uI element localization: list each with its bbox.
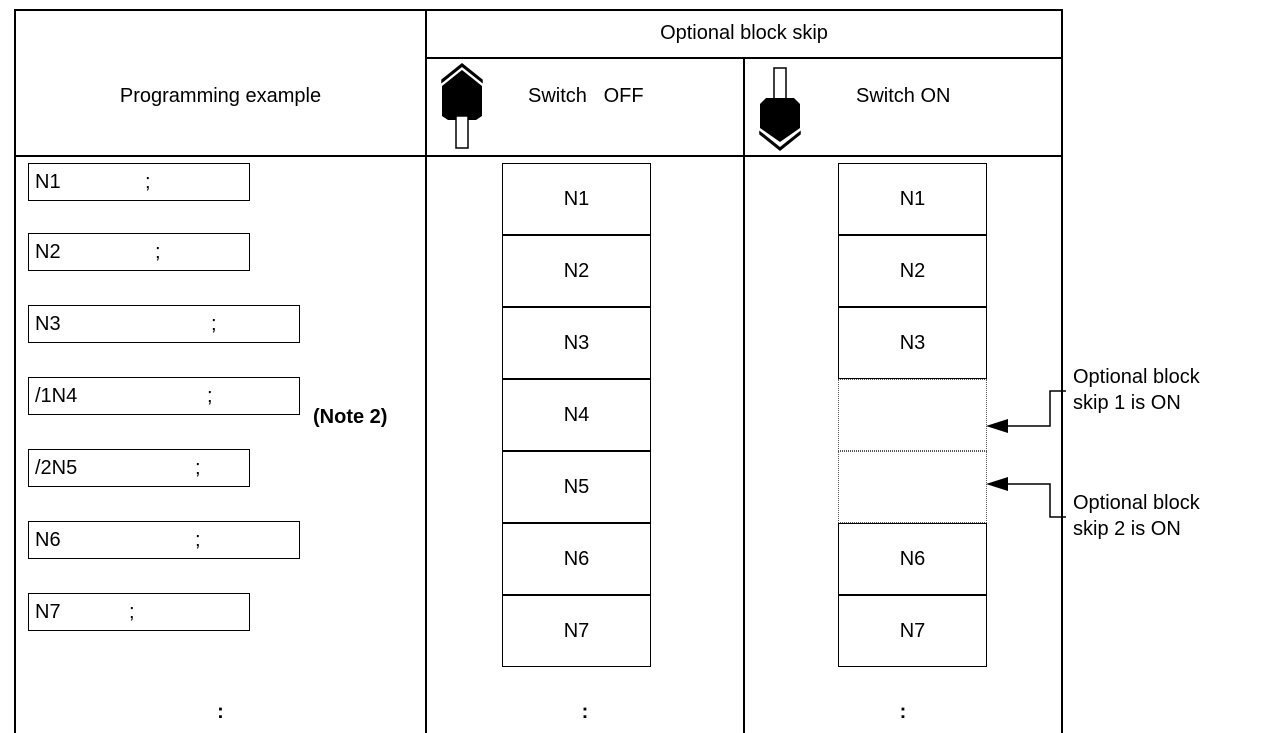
switch-on-block: N7 [838,595,987,667]
skip-2-annotation-line1: Optional block [1073,492,1200,514]
program-continuation: : [217,701,224,723]
program-line-3: N3 ; [28,305,300,343]
program-block-label: N1 [35,171,61,193]
table-top-border [425,9,1063,11]
switch-off-block: N1 [502,163,651,235]
skip-1-arrowhead [986,419,1008,433]
program-terminator: ; [195,457,201,479]
switch-off-continuation: : [581,701,589,723]
program-block-label: /2N5 [35,457,78,479]
program-block-label: N6 [35,529,61,551]
table-left-border [14,9,16,733]
skip-1-arrow [1008,390,1066,427]
switch-on-block: N2 [838,235,987,307]
switch-off-block: N5 [502,451,651,523]
program-terminator: ; [195,529,201,551]
program-line-1: N1 ; [28,163,250,201]
program-block-label: N3 [35,313,61,335]
toggle-switch-off-icon [441,63,483,149]
program-terminator: ; [155,241,161,263]
switch-off-label: Switch OFF [528,85,644,107]
table-header-bottom-border [14,155,1063,157]
program-terminator: ; [129,601,135,623]
note-2-label: (Note 2) [313,406,388,428]
table-top-rule-left [14,9,425,11]
table-right-border [1061,9,1063,733]
switch-on-block: N3 [838,307,987,379]
switch-off-block: N3 [502,307,651,379]
skip-2-arrow [1008,483,1066,518]
switch-off-block: N4 [502,379,651,451]
switch-off-block: N2 [502,235,651,307]
program-terminator: ; [207,385,213,407]
program-line-6: N6 ; [28,521,300,559]
program-block-label: /1N4 [35,385,78,407]
table-column-divider-2 [743,57,745,733]
optional-block-skip-header: Optional block skip [660,22,828,44]
skip-2-arrowhead [986,477,1008,491]
skip-1-annotation-line1: Optional block [1073,366,1200,388]
program-line-4: /1N4 ; [28,377,300,415]
toggle-switch-on-icon [759,67,801,151]
program-block-label: N2 [35,241,61,263]
program-block-label: N7 [35,601,61,623]
table-column-divider-1 [425,9,427,733]
switch-on-block: N1 [838,163,987,235]
switch-off-block: N6 [502,523,651,595]
skip-1-annotation-line2: skip 1 is ON [1073,392,1181,414]
program-line-5: /2N5 ; [28,449,250,487]
switch-off-block: N7 [502,595,651,667]
switch-on-label: Switch ON [856,85,951,107]
switch-on-block: N6 [838,523,987,595]
program-terminator: ; [211,313,217,335]
switch-on-skipped-block-1 [838,379,987,451]
switch-on-continuation: : [899,701,907,723]
skip-2-annotation-line2: skip 2 is ON [1073,518,1181,540]
program-terminator: ; [145,171,151,193]
program-line-7: N7 ; [28,593,250,631]
programming-example-header: Programming example [119,85,322,107]
program-line-2: N2 ; [28,233,250,271]
switch-on-skipped-block-2 [838,451,987,523]
